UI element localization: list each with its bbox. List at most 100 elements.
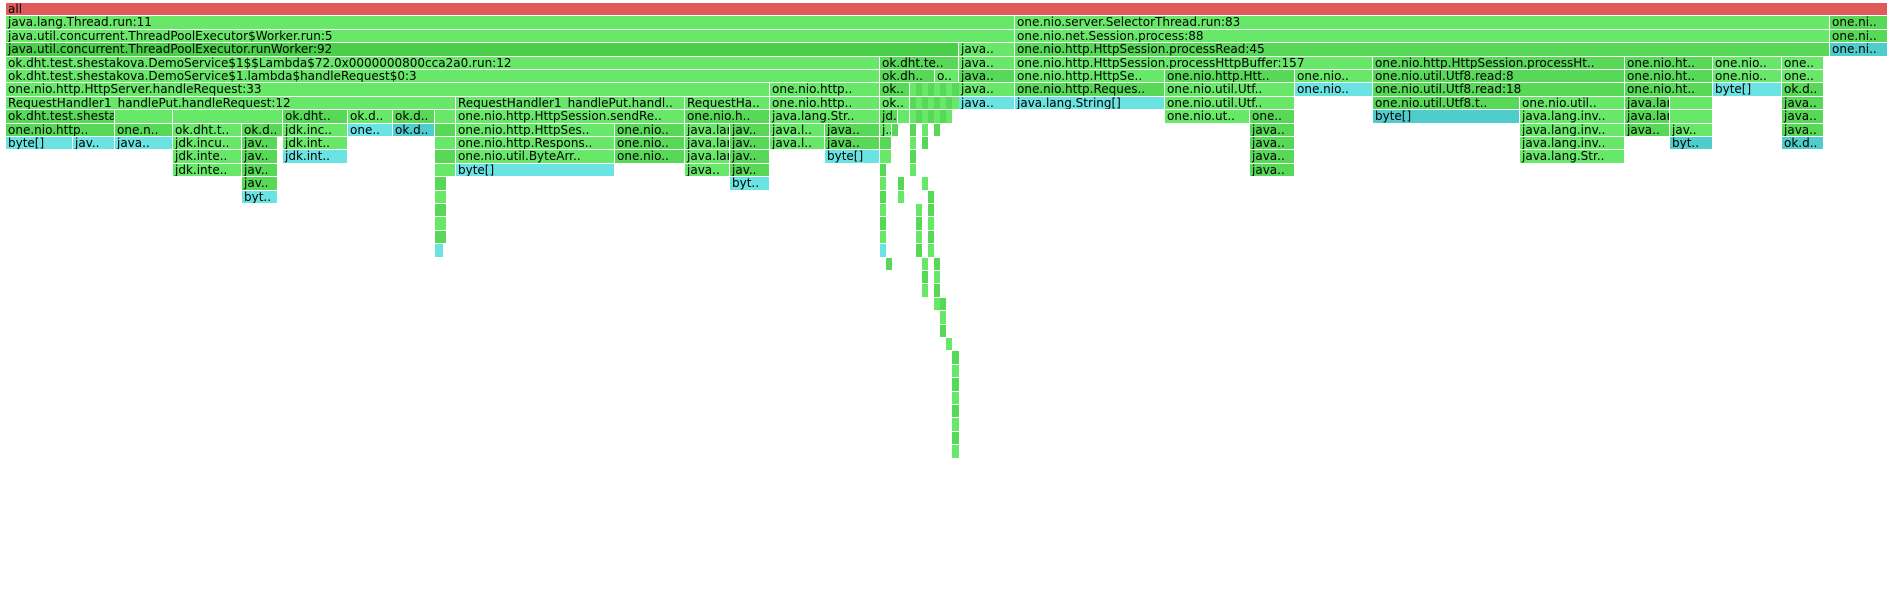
flame-frame[interactable]: jav.. xyxy=(730,150,770,164)
flame-frame[interactable]: ok.d.. xyxy=(1782,137,1824,151)
flame-frame[interactable]: one.. xyxy=(1250,110,1295,124)
flame-frame[interactable] xyxy=(886,257,892,271)
flame-frame[interactable] xyxy=(916,110,922,124)
flame-frame[interactable] xyxy=(952,418,959,432)
flame-frame[interactable]: one.. xyxy=(1782,56,1824,70)
flame-frame[interactable]: jav.. xyxy=(730,123,770,137)
flame-frame[interactable]: java.lang.inv.. xyxy=(1520,123,1625,137)
flame-frame[interactable] xyxy=(940,297,946,312)
flame-frame[interactable]: java.lang.. xyxy=(1625,110,1670,124)
flame-frame[interactable]: one.nio.h.. xyxy=(685,110,770,124)
flame-frame[interactable] xyxy=(940,110,946,124)
flame-frame[interactable] xyxy=(910,83,916,97)
flame-frame[interactable] xyxy=(1670,110,1713,124)
flame-frame[interactable] xyxy=(934,271,940,285)
flame-frame[interactable] xyxy=(952,83,959,97)
flame-frame[interactable] xyxy=(916,96,922,111)
flame-frame[interactable] xyxy=(880,190,886,204)
flame-frame[interactable] xyxy=(952,351,959,365)
flame-frame[interactable] xyxy=(922,96,928,111)
flame-frame[interactable] xyxy=(922,83,928,97)
flame-frame[interactable] xyxy=(892,123,898,137)
flame-frame[interactable] xyxy=(910,96,916,111)
flame-frame[interactable]: ok.dht.. xyxy=(283,110,348,124)
flame-frame[interactable]: one.nio.util.Utf8.read:18 xyxy=(1373,83,1625,97)
flame-frame[interactable]: jd.. xyxy=(880,110,898,124)
flame-frame[interactable]: java.. xyxy=(959,83,1015,97)
flame-frame[interactable]: java.. xyxy=(1250,137,1295,151)
flame-frame[interactable]: java.. xyxy=(959,70,1015,84)
flame-frame[interactable] xyxy=(880,163,886,178)
flame-frame[interactable] xyxy=(435,123,456,137)
flame-frame[interactable]: one.nio.. xyxy=(615,150,685,164)
flame-frame[interactable] xyxy=(922,110,928,124)
flame-frame[interactable]: jav.. xyxy=(73,137,115,151)
flame-frame[interactable]: ok.dht.test.shestakova.DemoService$1$$La… xyxy=(6,56,880,70)
flame-frame[interactable]: java.lang.Str.. xyxy=(1520,150,1625,164)
flame-frame[interactable] xyxy=(934,284,940,298)
flame-frame[interactable]: ok.d.. xyxy=(393,110,435,124)
flame-frame[interactable] xyxy=(952,391,959,405)
flame-frame[interactable]: jav.. xyxy=(1670,123,1713,137)
flame-frame[interactable]: one.nio.util.Utf.. xyxy=(1165,96,1295,111)
flame-frame[interactable] xyxy=(952,431,959,446)
flame-frame[interactable] xyxy=(898,190,904,204)
flame-frame[interactable] xyxy=(934,257,940,271)
flame-frame[interactable]: java.lang.String[] xyxy=(1015,96,1165,111)
flame-frame[interactable]: java.lang.inv.. xyxy=(1520,110,1625,124)
flame-frame[interactable] xyxy=(934,83,940,97)
flame-frame[interactable] xyxy=(115,110,173,124)
flame-frame[interactable] xyxy=(910,137,916,151)
flame-frame[interactable]: ok.. xyxy=(880,96,910,111)
flame-frame[interactable] xyxy=(435,150,456,164)
flame-frame[interactable]: one.nio.http.HttpSession.processHttpBuff… xyxy=(1015,56,1373,70)
flame-frame[interactable] xyxy=(928,244,934,258)
flame-frame[interactable] xyxy=(880,137,892,151)
flame-frame[interactable] xyxy=(435,137,456,151)
flame-frame[interactable]: byt.. xyxy=(242,190,278,204)
flame-frame[interactable] xyxy=(916,83,922,97)
flame-frame[interactable] xyxy=(916,217,922,231)
flame-root-frame[interactable]: all xyxy=(6,3,1888,17)
flame-frame[interactable] xyxy=(916,244,922,258)
flame-frame[interactable]: one.nio.util.Utf.. xyxy=(1165,83,1295,97)
flame-frame[interactable]: one.nio.util.. xyxy=(1520,96,1625,111)
flame-frame[interactable]: one.nio.net.Session.process:88 xyxy=(1015,29,1830,44)
flame-frame[interactable] xyxy=(934,123,940,137)
flame-frame[interactable]: java.. xyxy=(959,43,1015,57)
flame-frame[interactable]: java.. xyxy=(1782,110,1824,124)
flame-frame[interactable] xyxy=(940,96,946,111)
flame-frame[interactable]: java.lang.. xyxy=(685,137,730,151)
flame-frame[interactable] xyxy=(173,110,283,124)
flame-frame[interactable]: RequestHandler1_handlePut.handleRequest:… xyxy=(6,96,456,111)
flame-frame[interactable]: one.nio.http.HttpSession.sendRe.. xyxy=(456,110,685,124)
flame-frame[interactable] xyxy=(928,110,934,124)
flame-frame[interactable]: byte[] xyxy=(825,150,880,164)
flame-frame[interactable] xyxy=(435,110,456,124)
flame-frame[interactable]: one.nio.http.. xyxy=(6,123,115,137)
flame-frame[interactable]: jdk.inte.. xyxy=(173,150,242,164)
flame-frame[interactable]: one.nio.http.HttpSession.processRead:45 xyxy=(1015,43,1830,57)
flame-frame[interactable] xyxy=(934,96,940,111)
flame-frame[interactable]: java.. xyxy=(1625,123,1670,137)
flame-frame[interactable] xyxy=(952,445,959,459)
flame-frame[interactable] xyxy=(946,110,952,124)
flame-frame[interactable] xyxy=(940,83,946,97)
flame-frame[interactable] xyxy=(952,96,959,111)
flame-frame[interactable] xyxy=(435,163,456,178)
flame-frame[interactable] xyxy=(898,177,904,191)
flame-frame[interactable]: one.nio.ut.. xyxy=(1165,110,1250,124)
flame-frame[interactable]: java.. xyxy=(1250,163,1295,178)
flame-frame[interactable]: ok.dht.test.shestakova.DemoService$1.lam… xyxy=(6,70,880,84)
flame-frame[interactable] xyxy=(928,230,934,245)
flame-frame[interactable]: java.. xyxy=(825,137,880,151)
flame-frame[interactable]: jav.. xyxy=(242,177,278,191)
flame-frame[interactable]: one.nio.http.HttpSe.. xyxy=(1015,70,1165,84)
flame-frame[interactable]: jdk.inte.. xyxy=(173,163,242,178)
flame-frame[interactable] xyxy=(898,110,910,124)
flame-frame[interactable]: java.lang.inv.. xyxy=(1520,137,1625,151)
flame-frame[interactable]: one.nio.. xyxy=(1713,56,1782,70)
flame-frame[interactable]: one.. xyxy=(348,123,393,137)
flame-frame[interactable] xyxy=(910,163,916,178)
flame-frame[interactable] xyxy=(952,405,959,419)
